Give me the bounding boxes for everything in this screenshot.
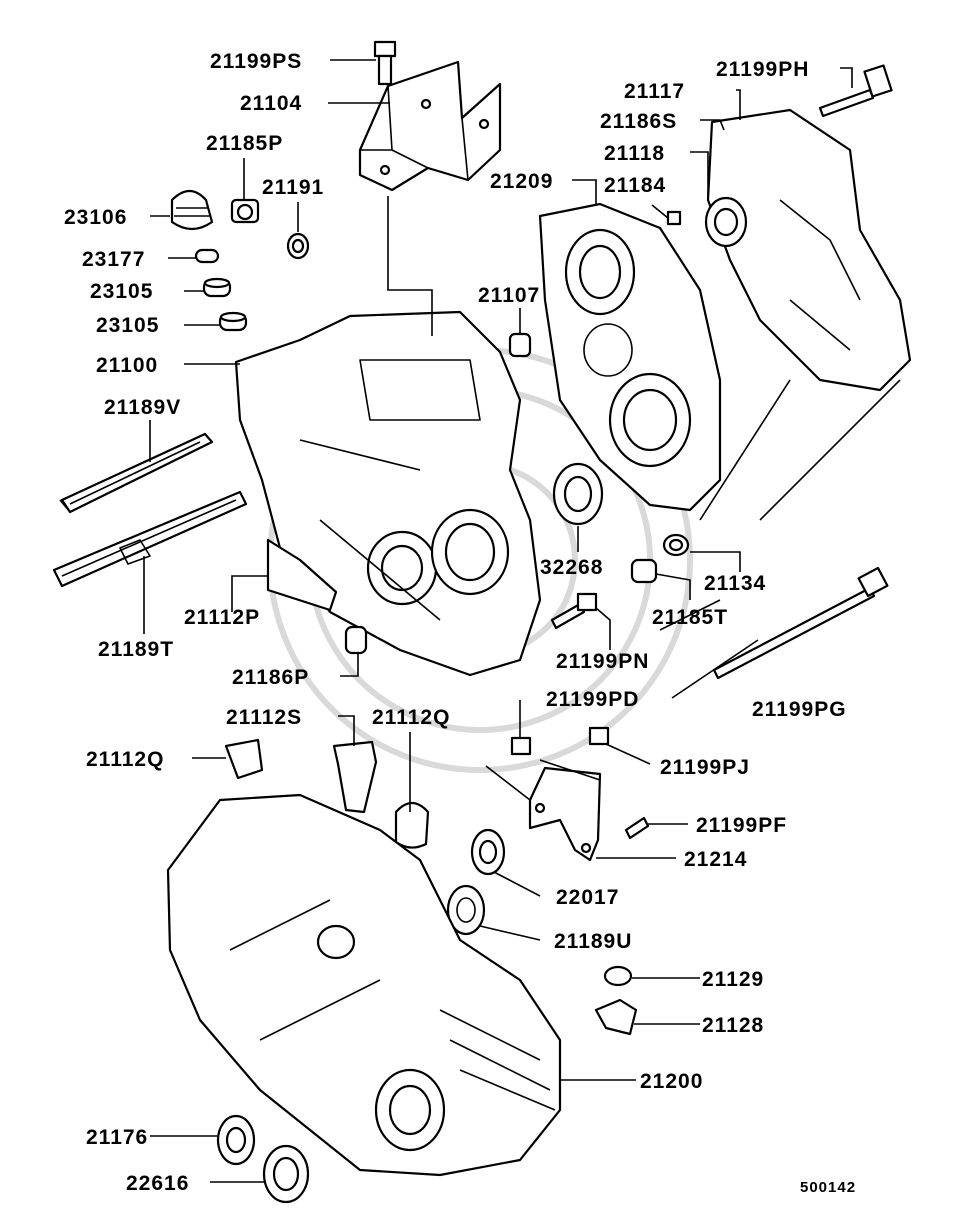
bushing-23105-b: [218, 311, 248, 332]
label-32268: 32268: [540, 556, 603, 579]
label-21185p: 21185P: [206, 132, 283, 155]
housing-21200: [166, 793, 562, 1177]
cap-21107: [508, 332, 532, 358]
label-21186p: 21186P: [232, 666, 309, 689]
label-21112p: 21112P: [184, 606, 260, 629]
plug-21112q-a: [224, 738, 264, 780]
label-21199pn: 21199PN: [556, 650, 649, 673]
label-23177: 23177: [82, 248, 145, 271]
seal-21176: [216, 1114, 256, 1166]
label-21199pd: 21199PD: [546, 688, 639, 711]
washer-21191: [286, 232, 310, 260]
label-21189t: 21189T: [98, 638, 174, 661]
label-21128: 21128: [702, 1014, 764, 1037]
rail-21189t: [52, 490, 248, 588]
rail-21189v: [59, 432, 214, 514]
label-23105-b: 23105: [96, 314, 159, 337]
label-21199ph: 21199PH: [716, 58, 809, 81]
label-21199pj: 21199PJ: [660, 756, 750, 779]
bolt-21199pj: [588, 726, 610, 746]
bolt-21199pn: [550, 592, 598, 630]
bracket-21214: [528, 766, 602, 862]
label-21100: 21100: [96, 354, 158, 377]
plate-21112s: [332, 740, 378, 814]
clip-21128: [594, 998, 638, 1036]
bolt-21199ph: [818, 64, 893, 118]
leader-lines: [143, 59, 901, 1183]
bracket-21104: [358, 60, 502, 192]
label-21200: 21200: [640, 1070, 703, 1093]
bolt-21199pg: [712, 566, 889, 680]
plug-21129: [603, 965, 633, 987]
label-21107: 21107: [478, 284, 540, 307]
bolt-21199pd: [510, 736, 532, 756]
bolt-21199ps: [373, 40, 397, 86]
plug-21112q-b: [394, 801, 430, 849]
cover-21117: [704, 108, 912, 392]
label-21189u: 21189U: [554, 930, 632, 953]
label-22017: 22017: [556, 886, 619, 909]
label-21176: 21176: [86, 1126, 148, 1149]
label-21117: 21117: [624, 80, 685, 103]
label-21186s: 21186S: [600, 110, 677, 133]
label-21134: 21134: [704, 572, 766, 595]
ring-21134: [662, 533, 690, 557]
dowel-21186p: [344, 625, 368, 655]
bushing-23105-a: [202, 277, 232, 298]
label-21112s: 21112S: [226, 706, 302, 729]
label-22616: 22616: [126, 1172, 189, 1195]
diagram-code: 500142: [800, 1179, 856, 1196]
bolt-21184: [666, 210, 682, 226]
seal-32268: [552, 462, 604, 526]
plate-21112p: [266, 538, 338, 612]
label-21104: 21104: [240, 92, 302, 115]
screw-21199pf: [624, 816, 650, 840]
label-21199ps: 21199PS: [210, 50, 302, 73]
plate-21209: [538, 202, 722, 512]
label-23106: 23106: [64, 206, 127, 229]
plug-21185p: [230, 198, 260, 224]
label-21214: 21214: [684, 848, 747, 871]
ring-23177: [194, 248, 220, 264]
label-21118: 21118: [604, 142, 665, 165]
plug-21185t: [630, 558, 658, 584]
label-21185t: 21185T: [652, 606, 728, 629]
cap-21189u: [446, 884, 486, 936]
seal-22017: [470, 828, 506, 876]
label-21191: 21191: [262, 176, 324, 199]
part-labels: 21199PS 21104 21185P 21191 23106 23177 2…: [64, 50, 847, 1195]
label-23105-a: 23105: [90, 280, 153, 303]
label-21189v: 21189V: [104, 396, 181, 419]
label-21112q-a: 21112Q: [86, 748, 164, 771]
label-21184: 21184: [604, 174, 666, 197]
label-21209: 21209: [490, 170, 553, 193]
label-21199pg: 21199PG: [752, 698, 847, 721]
seal-22616: [262, 1144, 310, 1204]
label-21199pf: 21199PF: [696, 814, 787, 837]
boot-23106: [170, 189, 214, 231]
label-21129: 21129: [702, 968, 764, 991]
label-21112q-b: 21112Q: [372, 706, 450, 729]
